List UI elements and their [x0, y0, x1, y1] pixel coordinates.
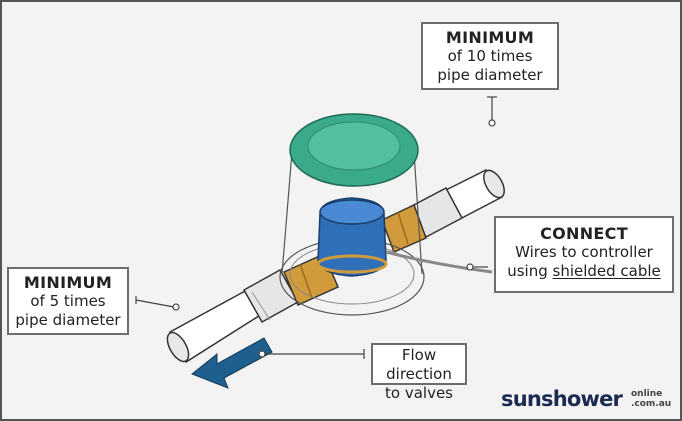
- callout-heading: MINIMUM: [445, 28, 535, 47]
- flow-direction-arrow: [191, 337, 273, 389]
- controller-wire: [385, 250, 493, 274]
- inlet-pipe: [166, 289, 264, 364]
- callout-line: Wires to controller: [515, 243, 653, 261]
- callout-line: to valves: [385, 384, 453, 402]
- callout-line: using shielded cable: [496, 262, 672, 281]
- min-5x-pipe-diameter-callout: MINIMUM of 5 times pipe diameter: [7, 267, 129, 335]
- callout-heading: CONNECT: [540, 224, 628, 243]
- callout-line: pipe diameter: [15, 311, 121, 329]
- callout-line: pipe diameter: [437, 66, 543, 84]
- callout-line: of 10 times: [447, 47, 533, 65]
- sunshower-logo: sunshower online .com.au: [501, 387, 680, 417]
- connect-controller-callout: CONNECT Wires to controller using shield…: [494, 216, 674, 293]
- callout-line: Flow direction: [386, 346, 452, 383]
- logo-wordmark: sunshower: [501, 387, 623, 411]
- logo-domain: online .com.au: [631, 389, 671, 409]
- leader-lines: [135, 96, 497, 359]
- flow-direction-callout: Flow direction to valves: [371, 343, 467, 402]
- callout-line-prefix: using: [507, 262, 553, 280]
- min-10x-pipe-diameter-callout: MINIMUM of 10 times pipe diameter: [421, 22, 559, 90]
- shielded-cable-emphasis: shielded cable: [552, 262, 661, 280]
- logo-sub-online: online: [631, 389, 663, 399]
- callout-line: of 5 times: [30, 292, 106, 310]
- callout-heading: MINIMUM: [23, 273, 113, 292]
- logo-sub-domain: .com.au: [631, 399, 672, 409]
- water-meter-body: [316, 197, 388, 277]
- right-brass-fitting: [381, 203, 427, 254]
- meter-lid: [289, 113, 419, 187]
